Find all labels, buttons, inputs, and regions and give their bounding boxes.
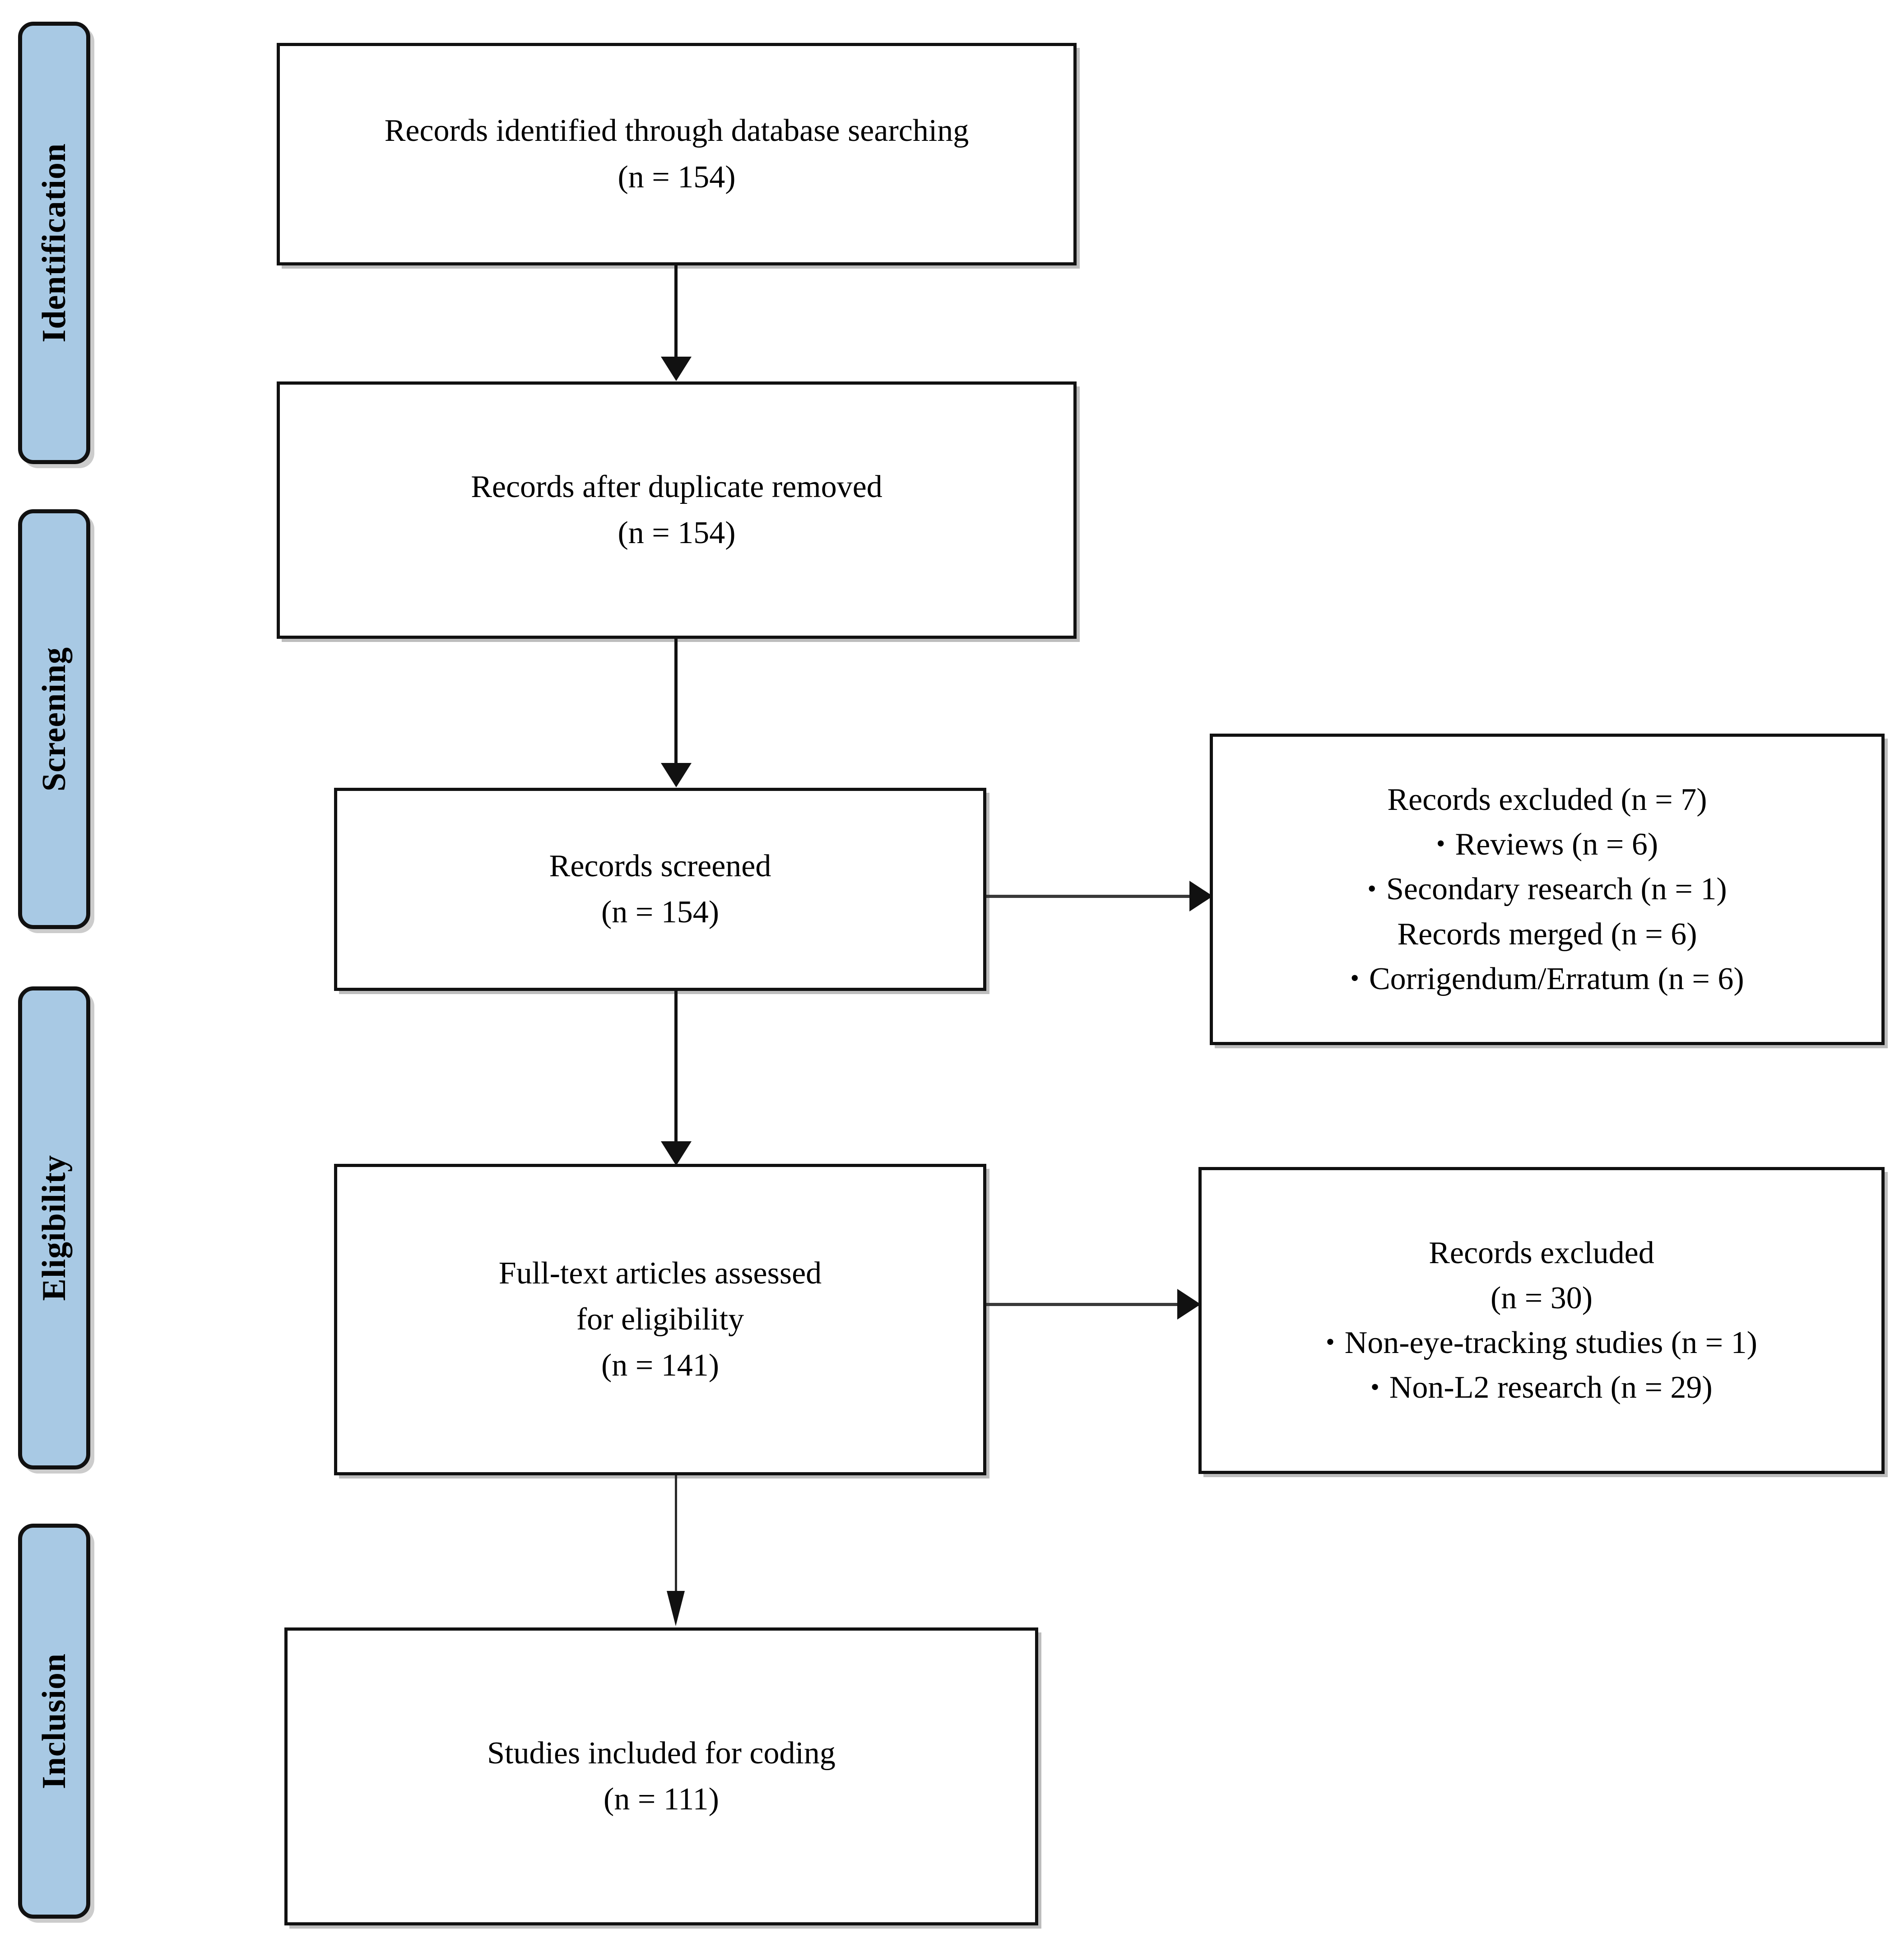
box-records-identified-line-1: Records identified through database sear…	[384, 113, 969, 149]
arrowhead-screened-to-excluded	[1189, 881, 1213, 911]
box-records-after-duplicates-line-1: Records after duplicate removed	[471, 469, 882, 504]
reason-label-secondary-research: Secondary research (n = 1)	[1386, 872, 1727, 907]
stage-bar-identification: Identification	[18, 22, 90, 464]
box-records-excluded-screening-line-1: Records excluded (n = 7)	[1387, 782, 1707, 817]
connector-fulltext-to-excluded	[986, 1303, 1203, 1306]
stage-bar-eligibility: Eligibility	[18, 986, 90, 1469]
stage-label-screening: Screening	[36, 646, 73, 792]
box-records-excluded-screening-reason-3: • Corrigendum/Erratum (n = 6)	[1350, 957, 1744, 1001]
box-records-excluded-eligibility: Records excluded (n = 30) • Non-eye-track…	[1198, 1167, 1885, 1474]
box-studies-included-count: (n = 111)	[604, 1782, 719, 1817]
box-records-excluded-eligibility-reason-1: • Non-eye-tracking studies (n = 1)	[1326, 1320, 1757, 1365]
bullet-icon: •	[1370, 1373, 1379, 1401]
arrowhead-fulltext-to-excluded	[1177, 1289, 1201, 1320]
box-records-screened-line-1: Records screened	[549, 848, 771, 883]
box-fulltext-assessed: Full-text articles assessed for eligibil…	[334, 1164, 986, 1475]
stage-label-inclusion: Inclusion	[36, 1653, 73, 1790]
connector-duplicates-to-screened	[674, 639, 678, 763]
box-records-excluded-eligibility-line-1: Records excluded	[1429, 1236, 1654, 1271]
box-records-identified-count: (n = 154)	[618, 159, 736, 195]
connector-fulltext-to-included	[675, 1475, 677, 1611]
box-records-excluded-screening-line-4: Records merged (n = 6)	[1397, 916, 1697, 952]
bullet-icon: •	[1326, 1328, 1335, 1357]
arrowhead-duplicates-to-screened	[661, 763, 692, 787]
box-studies-included: Studies included for coding (n = 111)	[284, 1627, 1038, 1925]
reason-label-corrigendum: Corrigendum/Erratum (n = 6)	[1369, 962, 1744, 997]
box-records-after-duplicates: Records after duplicate removed (n = 154…	[277, 381, 1077, 639]
bullet-icon: •	[1367, 874, 1376, 903]
box-records-excluded-screening-reason-2: • Secondary research (n = 1)	[1367, 867, 1727, 911]
stage-bar-inclusion: Inclusion	[18, 1524, 90, 1919]
arrowhead-identified-to-duplicates	[661, 357, 692, 381]
reason-label-reviews: Reviews (n = 6)	[1455, 827, 1658, 862]
box-records-excluded-eligibility-count: (n = 30)	[1490, 1280, 1593, 1316]
stage-bar-screening: Screening	[18, 509, 90, 929]
box-records-screened-count: (n = 154)	[601, 895, 720, 930]
connector-screened-to-fulltext	[674, 991, 678, 1142]
box-records-identified: Records identified through database sear…	[277, 43, 1077, 265]
bullet-icon: •	[1350, 964, 1359, 993]
box-records-excluded-screening: Records excluded (n = 7) • Reviews (n = 6…	[1210, 734, 1885, 1045]
box-studies-included-line-1: Studies included for coding	[487, 1735, 836, 1771]
connector-screened-to-excluded	[986, 895, 1217, 898]
arrowhead-fulltext-to-included	[667, 1591, 685, 1626]
box-records-screened: Records screened (n = 154)	[334, 788, 986, 991]
reason-label-non-eye-tracking: Non-eye-tracking studies (n = 1)	[1344, 1325, 1757, 1360]
box-fulltext-assessed-line-2: for eligibility	[576, 1302, 744, 1337]
stage-label-eligibility: Eligibility	[36, 1155, 73, 1301]
arrowhead-screened-to-fulltext	[661, 1141, 692, 1166]
box-fulltext-assessed-line-1: Full-text articles assessed	[498, 1255, 822, 1291]
box-fulltext-assessed-count: (n = 141)	[601, 1348, 720, 1383]
reason-label-non-l2-research: Non-L2 research (n = 29)	[1389, 1370, 1713, 1405]
connector-identified-to-duplicates	[674, 265, 678, 358]
box-records-excluded-eligibility-reason-2: • Non-L2 research (n = 29)	[1370, 1365, 1712, 1410]
box-records-after-duplicates-count: (n = 154)	[618, 516, 736, 550]
stage-label-identification: Identification	[36, 143, 73, 343]
box-records-excluded-screening-reason-1: • Reviews (n = 6)	[1436, 822, 1658, 867]
bullet-icon: •	[1436, 830, 1445, 858]
